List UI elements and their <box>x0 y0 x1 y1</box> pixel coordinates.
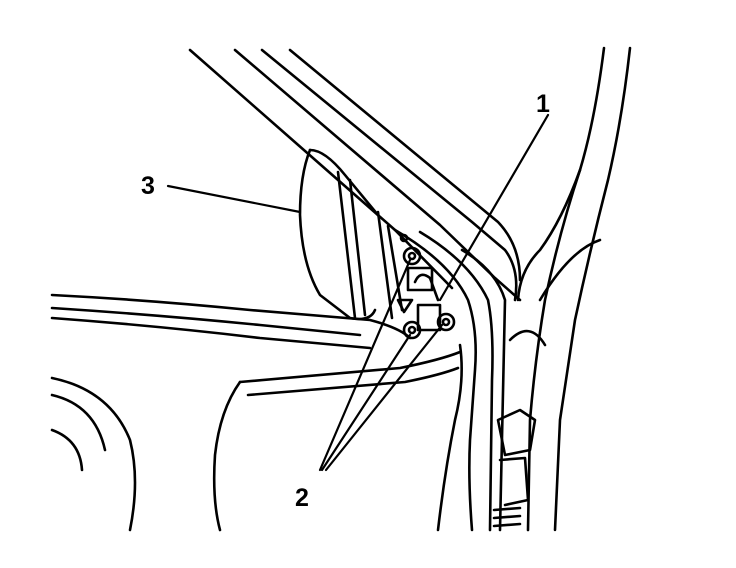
callout-label-2: 2 <box>295 484 309 512</box>
door-trim-curves <box>50 376 137 532</box>
mounting-bracket <box>396 233 456 340</box>
leader-line-3 <box>166 184 302 214</box>
leader-line-2a <box>318 258 412 472</box>
leader-line-1 <box>438 113 550 302</box>
callout-label-3: 3 <box>141 172 155 200</box>
leader-line-2b <box>320 333 412 472</box>
windshield-frame <box>188 48 522 302</box>
callout-label-1: 1 <box>536 90 550 118</box>
door-panel <box>50 293 463 532</box>
door-latch <box>492 238 602 528</box>
door-frame <box>393 46 632 532</box>
leader-lines <box>166 113 550 472</box>
leader-line-2c <box>324 323 444 472</box>
mirror-housing <box>298 148 404 321</box>
